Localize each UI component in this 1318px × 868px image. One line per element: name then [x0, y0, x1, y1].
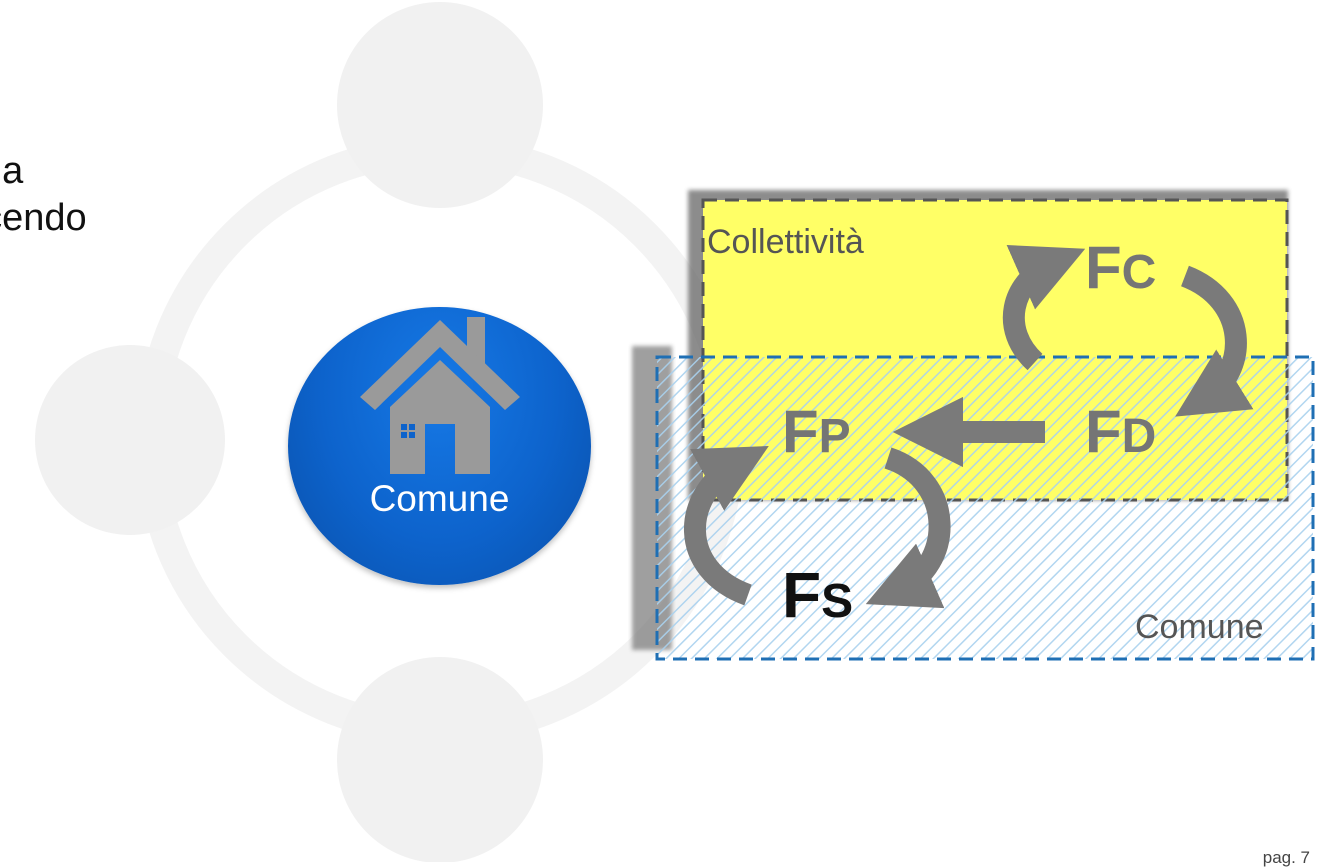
comune-box-label: Comune [1135, 608, 1264, 646]
arrow-fc-to-fd [1175, 265, 1254, 417]
node-fd-main: F [1085, 398, 1122, 465]
bg-circle-top [337, 2, 543, 208]
node-fc: FC [1085, 238, 1156, 298]
comune-circle-label: Comune [369, 478, 510, 519]
left-text-line-1: a la [0, 150, 24, 192]
comune-circle [288, 307, 591, 585]
node-fp: FP [782, 402, 851, 462]
arrow-fs-to-fp [684, 445, 769, 606]
node-fs-sub: S [821, 575, 854, 628]
bg-circle-left [35, 345, 225, 535]
arrow-fp-to-fs [865, 447, 951, 609]
left-text-line-3: : [0, 242, 170, 289]
node-fs: FS [782, 563, 853, 627]
page-number: pag. 7 [1262, 848, 1310, 867]
arrow-fd-to-fc [1002, 245, 1086, 371]
node-fd: FD [1085, 402, 1156, 462]
node-fd-sub: D [1121, 410, 1157, 463]
collettivita-label: Collettività [707, 223, 864, 261]
node-fs-main: F [782, 559, 822, 631]
bg-circle-bottom [337, 657, 543, 862]
house-icon [360, 317, 520, 474]
node-fp-sub: P [818, 410, 851, 463]
node-fc-sub: C [1121, 246, 1157, 299]
comune-box [655, 355, 1315, 661]
node-fp-main: F [782, 398, 819, 465]
left-text-line-2: acendo [0, 197, 87, 239]
node-fc-main: F [1085, 234, 1122, 301]
left-text: a la acendo : [0, 148, 170, 289]
